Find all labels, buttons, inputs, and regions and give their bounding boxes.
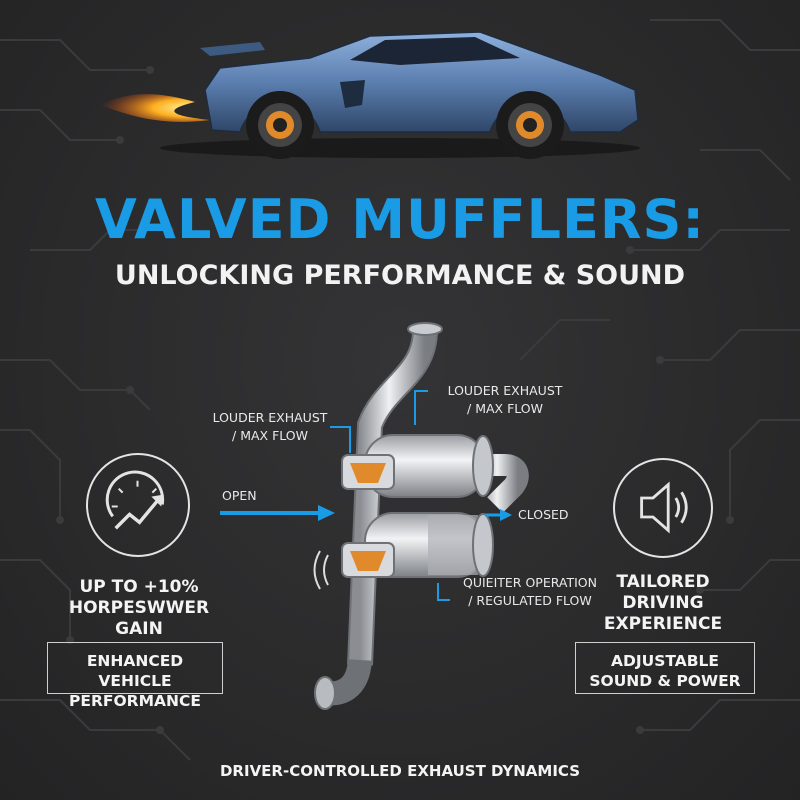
rear-wing: [200, 42, 265, 56]
speaker-icon: [640, 481, 688, 534]
sound-circle: [613, 458, 713, 558]
stat-line: EXPERIENCE: [603, 614, 723, 634]
callout-label: / MAX FLOW: [232, 428, 308, 443]
top-right-callout: LOUDER EXHAUST / MAX FLOW: [440, 382, 570, 418]
callout-label: / REGULATED FLOW: [468, 593, 592, 608]
crossover-pipe: [480, 454, 529, 513]
callout-label: / MAX FLOW: [467, 401, 543, 416]
speedometer-trend-icon: [105, 470, 165, 530]
front-wheel: [496, 91, 564, 159]
exhaust-diagram: [220, 322, 529, 710]
rear-wheel: [246, 91, 314, 159]
stat-line: TAILORED: [616, 572, 710, 592]
open-label: OPEN: [222, 488, 257, 503]
callout-label: LOUDER EXHAUST: [447, 383, 563, 398]
box-line: PERFORMANCE: [69, 692, 201, 710]
performance-stat: UP TO +10% HORPESWWER GAIN: [50, 577, 228, 640]
page-subtitle: UNLOCKING PERFORMANCE & SOUND: [114, 260, 686, 291]
exhaust-flame: [100, 94, 210, 122]
performance-circle: [86, 453, 190, 557]
stat-line: UP TO +10%: [79, 577, 199, 597]
callout-label: QUIEITER OPERATION: [463, 575, 597, 590]
adjustable-sound-box: ADJUSTABLE SOUND & POWER: [575, 642, 755, 694]
box-line: ADJUSTABLE: [610, 652, 720, 670]
footer-tagline: DRIVER-CONTROLLED EXHAUST DYNAMICS: [219, 762, 581, 780]
enhanced-performance-box: ENHANCED VEHICLE PERFORMANCE: [47, 642, 223, 710]
bottom-callout: QUIEITER OPERATION / REGULATED FLOW: [450, 574, 610, 610]
lower-valve: [341, 542, 395, 578]
closed-label: CLOSED: [518, 507, 569, 522]
top-left-callout: LOUDER EXHAUST / MAX FLOW: [205, 409, 335, 445]
stat-line: DRIVING: [622, 593, 704, 613]
page-title: VALVED MUFFLERS:: [95, 188, 705, 251]
callout-label: LOUDER EXHAUST: [212, 410, 328, 425]
experience-stat: TAILORED DRIVING EXPERIENCE: [583, 572, 743, 635]
upper-valve: [341, 454, 395, 490]
lower-muffler: [364, 512, 494, 578]
sports-car-illustration: [100, 31, 640, 159]
box-line: ENHANCED VEHICLE: [86, 652, 184, 690]
car-window: [350, 37, 520, 65]
stat-line: GAIN: [115, 619, 163, 639]
box-line: SOUND & POWER: [589, 672, 741, 690]
stat-line: HORPESWWER: [68, 598, 210, 618]
